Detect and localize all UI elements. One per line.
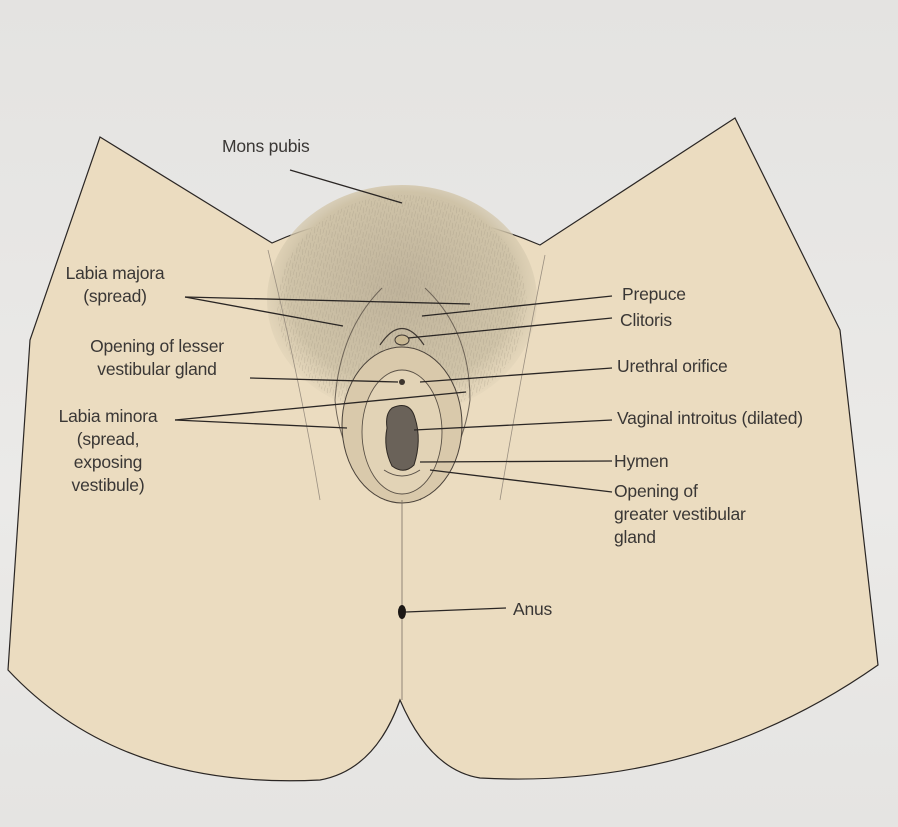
label-clitoris: Clitoris [620, 309, 672, 332]
label-lesser-vestibular-gland: Opening of lesser vestibular gland [62, 335, 252, 381]
anus-shape [398, 605, 406, 619]
urethral-orifice-shape [399, 379, 405, 385]
label-labia-majora: Labia majora (spread) [40, 262, 190, 308]
label-greater-vestibular-gland: Opening of greater vestibular gland [614, 480, 746, 549]
label-prepuce: Prepuce [622, 283, 686, 306]
label-mons-pubis: Mons pubis [222, 135, 310, 158]
label-urethral-orifice: Urethral orifice [617, 355, 728, 378]
label-labia-minora: Labia minora (spread, exposing vestibule… [38, 405, 178, 497]
label-hymen: Hymen [614, 450, 668, 473]
vaginal-introitus-shape [386, 406, 418, 471]
label-anus: Anus [513, 598, 552, 621]
label-vaginal-introitus: Vaginal introitus (dilated) [617, 407, 803, 430]
clitoris-shape [395, 335, 409, 345]
